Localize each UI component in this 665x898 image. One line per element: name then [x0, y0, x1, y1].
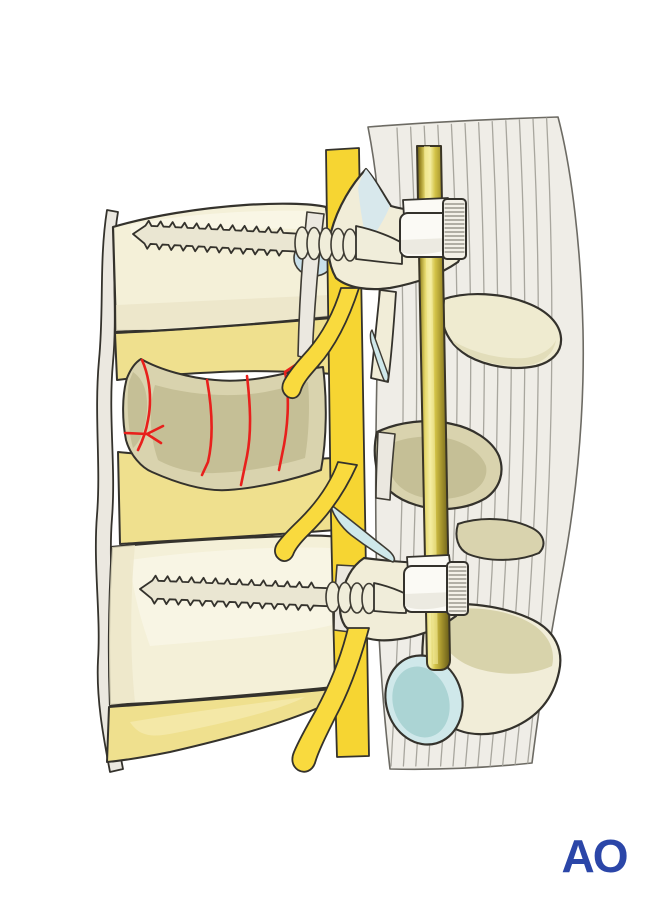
fixation-rod: [416, 145, 451, 671]
facet-cartilage-middle: [329, 503, 396, 563]
fracture-line: [123, 424, 165, 445]
nerve-root-lower: [291, 627, 370, 773]
screw-head-upper: [399, 197, 467, 260]
anterior-ligament: [94, 209, 124, 773]
screw-neck-lower: [373, 582, 407, 614]
fracture-line: [277, 362, 299, 472]
facet-cartilage-upper: [369, 329, 389, 382]
fracture-line: [136, 358, 152, 452]
screw-ribs-upper: [294, 226, 358, 262]
knurled-nut-lower: [446, 561, 469, 616]
knurled-nut-upper: [442, 198, 467, 260]
ao-logo: AO: [562, 830, 627, 882]
screw-ribs-lower: [325, 581, 377, 615]
fascia-fiber-line: [390, 127, 404, 767]
facet-cartilage-lower: [384, 654, 464, 746]
fracture-line: [239, 374, 252, 487]
nerve-root-middle: [274, 461, 358, 562]
articular-fragment-lower: [455, 518, 545, 561]
disc-bottom-highlight: [130, 697, 305, 736]
transverse-process-upper: [440, 292, 563, 370]
screw-neck-upper: [355, 225, 403, 265]
articular-cartilage-shading: [358, 169, 390, 242]
fracture-lines: [123, 358, 299, 487]
nerve-roots: [274, 287, 370, 773]
pedicle-screw-upper: [132, 219, 403, 265]
vertebra-lower: [107, 534, 350, 707]
fracture-line: [200, 378, 213, 477]
pedicle-screw-lower: [139, 574, 407, 615]
screw-head-lower: [403, 554, 469, 616]
nerve-root-upper: [281, 287, 360, 400]
vertebra-fractured: [122, 358, 327, 492]
